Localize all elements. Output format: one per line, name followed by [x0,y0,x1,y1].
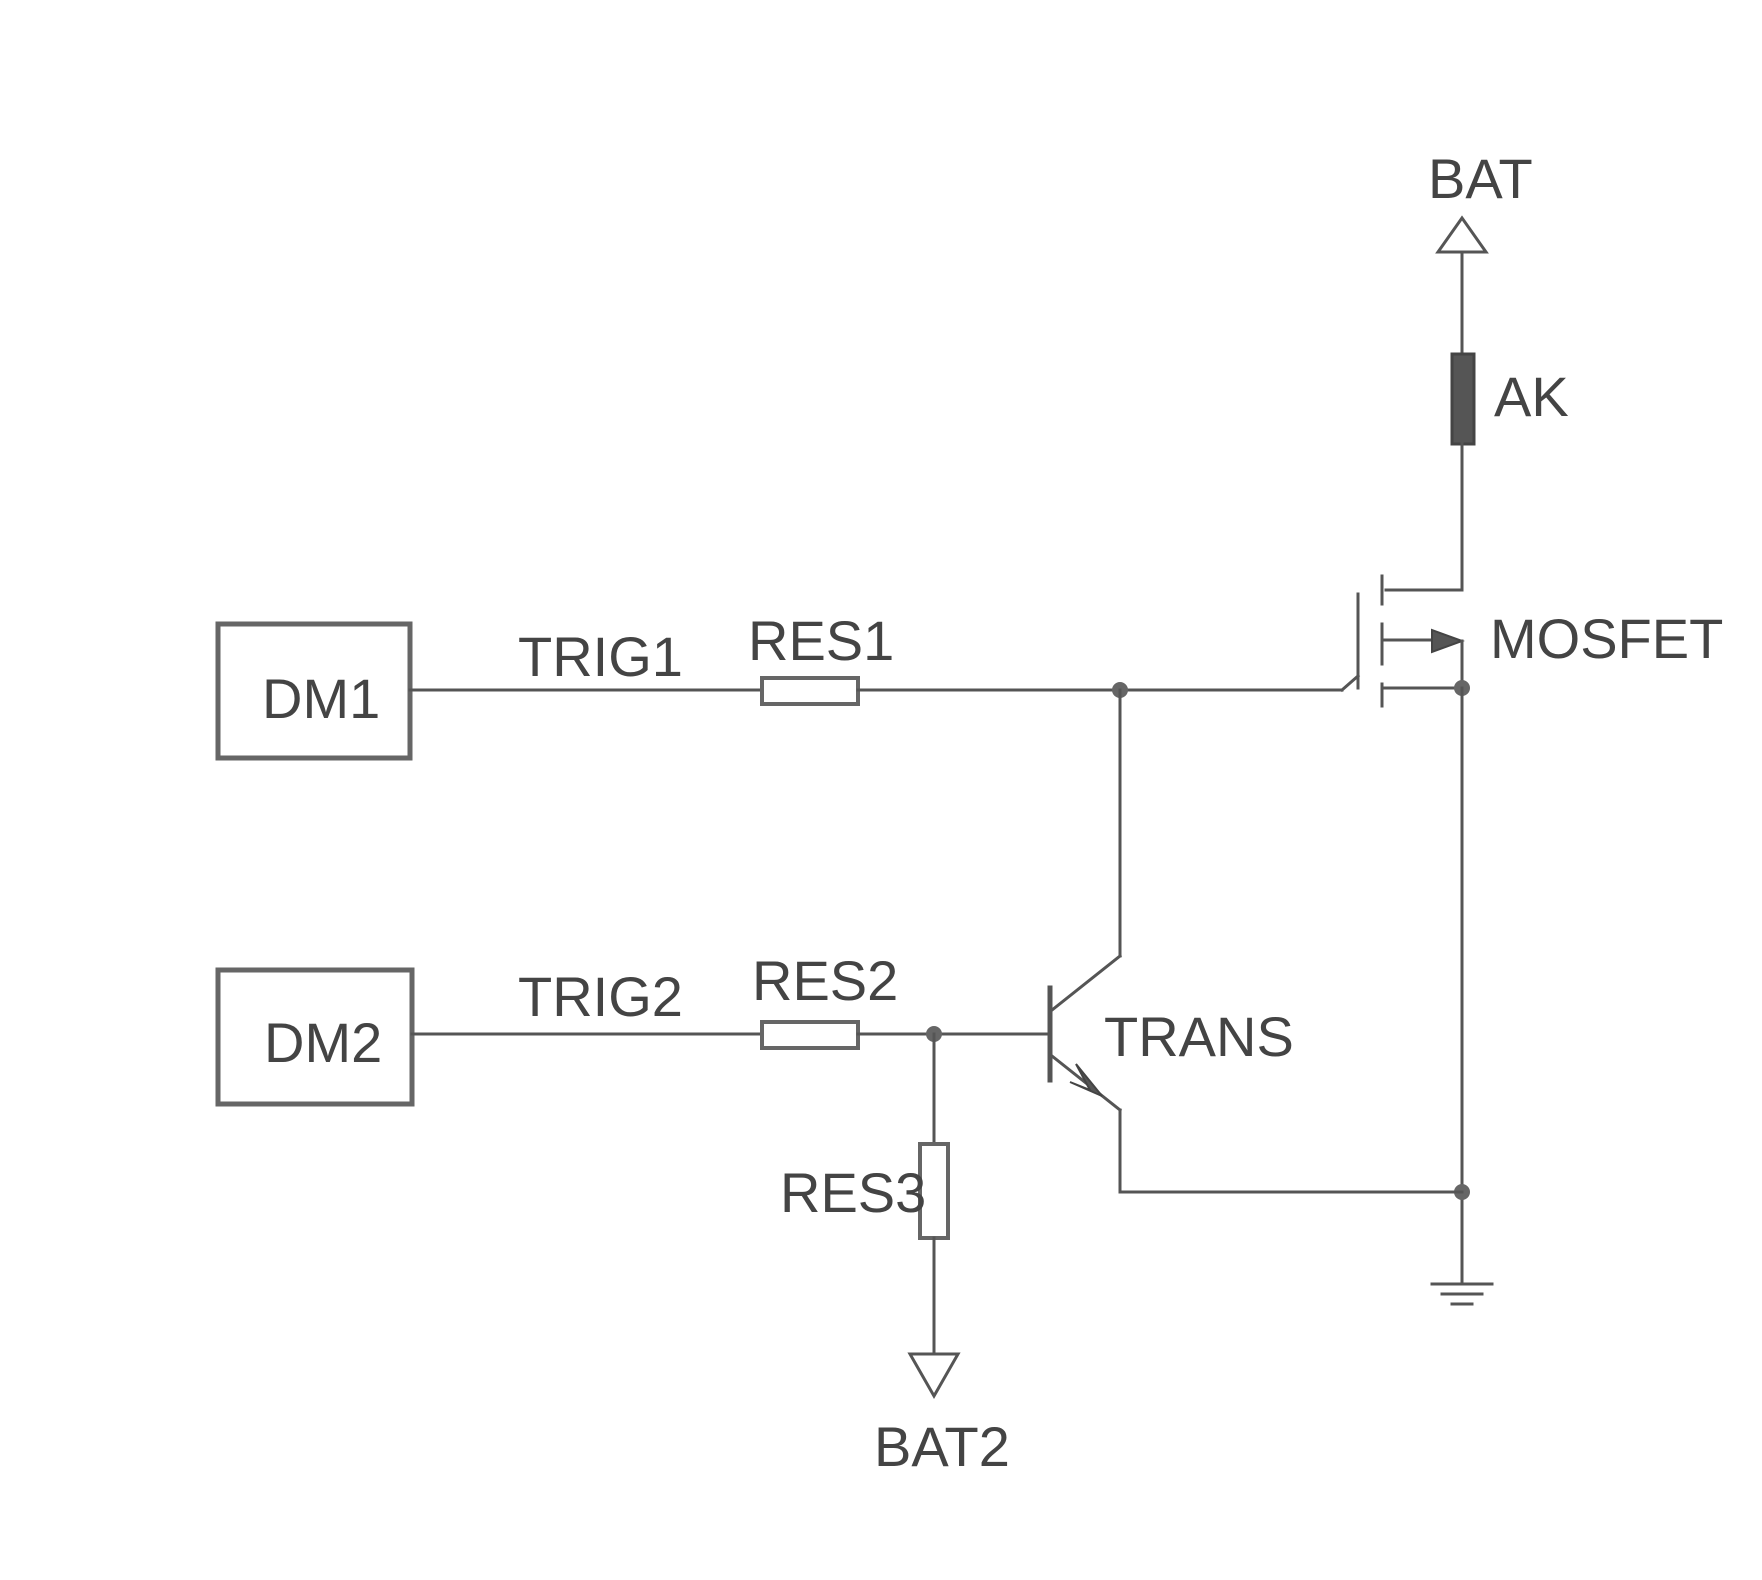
bat2-arrow [910,1354,958,1396]
bat-supply-arrow [1438,218,1486,252]
trig1-label: TRIG1 [518,625,683,688]
transistor-symbol [1050,956,1462,1192]
ground-symbol [1432,1284,1492,1304]
dm1-label: DM1 [262,667,380,730]
res1-label: RES1 [748,609,894,672]
ak-inductor [1452,354,1474,444]
trans-label: TRANS [1104,1005,1294,1068]
res1-resistor [762,678,858,704]
ak-label: AK [1494,365,1569,428]
bat-label: BAT [1428,147,1533,210]
bat2-label: BAT2 [874,1415,1010,1478]
trig2-label: TRIG2 [518,965,683,1028]
res2-label: RES2 [752,949,898,1012]
res3-label: RES3 [780,1161,926,1224]
res2-resistor [762,1022,858,1048]
mosfet-symbol [1358,576,1462,706]
dm2-label: DM2 [264,1011,382,1074]
wire-gate-lead [1342,676,1358,690]
mosfet-label: MOSFET [1490,607,1723,670]
